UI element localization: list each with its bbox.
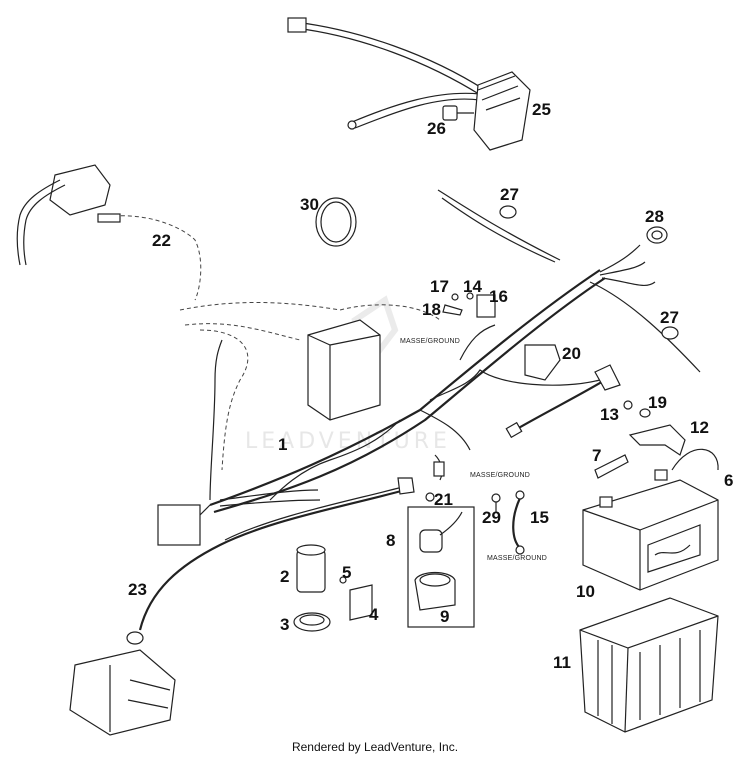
callout-5: 5 [342, 563, 351, 582]
callout-27-right: 27 [660, 308, 679, 327]
callout-18: 18 [422, 300, 441, 319]
battery-pad[interactable] [594, 454, 629, 479]
callout-16: 16 [489, 287, 508, 306]
callout-22: 22 [152, 231, 171, 250]
regulator-assembly[interactable] [287, 17, 531, 151]
battery-bolt-and-strap[interactable] [623, 400, 686, 456]
callout-12: 12 [690, 418, 709, 437]
grommet-27-right[interactable] [661, 326, 679, 340]
grommet-27-top[interactable] [499, 205, 517, 219]
ground-label-3: MASSE/GROUND [487, 555, 547, 562]
callout-17: 17 [430, 277, 449, 296]
relay-and-fasteners[interactable] [442, 292, 496, 318]
callout-11: 11 [553, 653, 571, 672]
callout-7: 7 [592, 446, 601, 465]
ground-cable[interactable] [491, 490, 525, 555]
callout-3: 3 [280, 615, 289, 634]
callout-20: 20 [562, 344, 581, 363]
condenser-kit-box[interactable] [407, 492, 475, 628]
callout-28: 28 [645, 207, 664, 226]
callout-23: 23 [128, 580, 147, 599]
ground-label-1: MASSE/GROUND [400, 338, 460, 345]
callout-29: 29 [482, 508, 501, 527]
ignition-coil[interactable] [16, 164, 202, 301]
callout-2: 2 [280, 567, 289, 586]
callout-14: 14 [463, 277, 482, 296]
battery[interactable] [582, 448, 719, 591]
callout-26: 26 [427, 119, 446, 138]
callout-13: 13 [600, 405, 619, 424]
callout-19: 19 [648, 393, 667, 412]
watermark-text: LEADVENTURE [245, 429, 451, 454]
callout-6: 6 [724, 471, 733, 490]
callout-10: 10 [576, 582, 595, 601]
callout-9: 9 [440, 607, 449, 626]
grommet-28[interactable] [646, 226, 668, 244]
main-wiring-harness[interactable] [157, 189, 701, 546]
callout-25: 25 [532, 100, 551, 119]
footer-credit: Rendered by LeadVenture, Inc. [291, 740, 459, 754]
mounting-bracket[interactable] [339, 576, 373, 621]
callout-21: 21 [434, 490, 453, 509]
callout-27-top: 27 [500, 185, 519, 204]
starter-cable[interactable] [505, 364, 621, 439]
callout-8: 8 [386, 531, 395, 550]
capacitor[interactable] [296, 544, 326, 593]
callout-15: 15 [530, 508, 549, 527]
capacitor-ring[interactable] [293, 612, 331, 632]
ring-clamp[interactable] [315, 197, 357, 247]
callout-4: 4 [369, 605, 379, 624]
callout-1: 1 [278, 435, 287, 454]
ground-label-2: MASSE/GROUND [470, 472, 530, 479]
battery-box[interactable] [579, 597, 719, 733]
callout-30: 30 [300, 195, 319, 214]
starter-motor-and-cable[interactable] [69, 477, 415, 736]
